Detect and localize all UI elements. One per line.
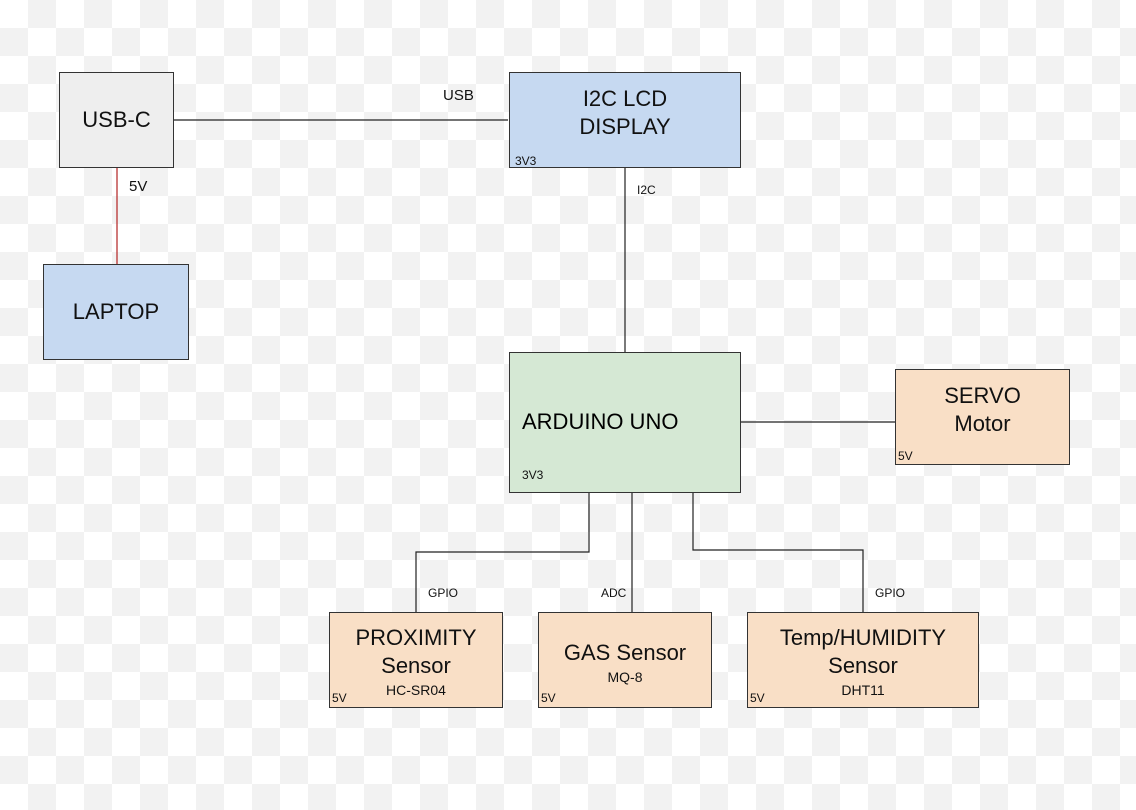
proximity-model: HC-SR04: [386, 682, 446, 698]
gas-model: MQ-8: [607, 669, 643, 685]
temp-title-line1: Temp/HUMIDITY: [779, 625, 947, 650]
proximity-title-line2: Sensor: [381, 653, 451, 678]
usb-c-title: USB-C: [82, 107, 151, 132]
i2c-link-label: I2C: [637, 183, 656, 197]
gpio-proximity-link-label: GPIO: [428, 586, 459, 600]
gas-power-label: 5V: [541, 691, 556, 705]
servo-title-line2: Motor: [954, 411, 1011, 436]
lcd-display-block: I2C LCD DISPLAY: [509, 72, 741, 168]
servo-block: SERVO Motor: [895, 369, 1070, 465]
servo-power-label: 5V: [898, 449, 913, 463]
laptop-block: LAPTOP: [43, 264, 189, 360]
gas-title: GAS Sensor: [563, 640, 687, 665]
temp-humidity-sensor-block: Temp/HUMIDITY Sensor DHT11: [747, 612, 979, 708]
temp-title-line2: Sensor: [828, 653, 898, 678]
lcd-title-line2: DISPLAY: [579, 114, 671, 139]
arduino-power-label: 3V3: [522, 468, 544, 482]
proximity-power-label: 5V: [332, 691, 347, 705]
adc-gas-link-label: ADC: [601, 586, 627, 600]
arduino-title: ARDUINO UNO: [522, 409, 679, 434]
arduino-block: [509, 352, 741, 493]
temp-model: DHT11: [841, 682, 885, 698]
lcd-power-label: 3V3: [515, 154, 537, 168]
proximity-wire: [415, 493, 590, 612]
proximity-title-line1: PROXIMITY: [355, 625, 477, 650]
laptop-title: LAPTOP: [72, 299, 160, 324]
power-5v-link-label: 5V: [129, 178, 148, 195]
lcd-title-line1: I2C LCD: [582, 86, 668, 111]
temp-power-label: 5V: [750, 691, 765, 705]
proximity-sensor-block: PROXIMITY Sensor HC-SR04: [329, 612, 503, 708]
gas-sensor-block: GAS Sensor MQ-8: [538, 612, 712, 708]
gpio-temp-link-label: GPIO: [875, 586, 906, 600]
servo-title-line1: SERVO: [944, 383, 1021, 408]
usb-c-block: USB-C: [59, 72, 174, 168]
usb-link-label: USB: [443, 87, 474, 104]
temp-wire: [692, 493, 864, 612]
